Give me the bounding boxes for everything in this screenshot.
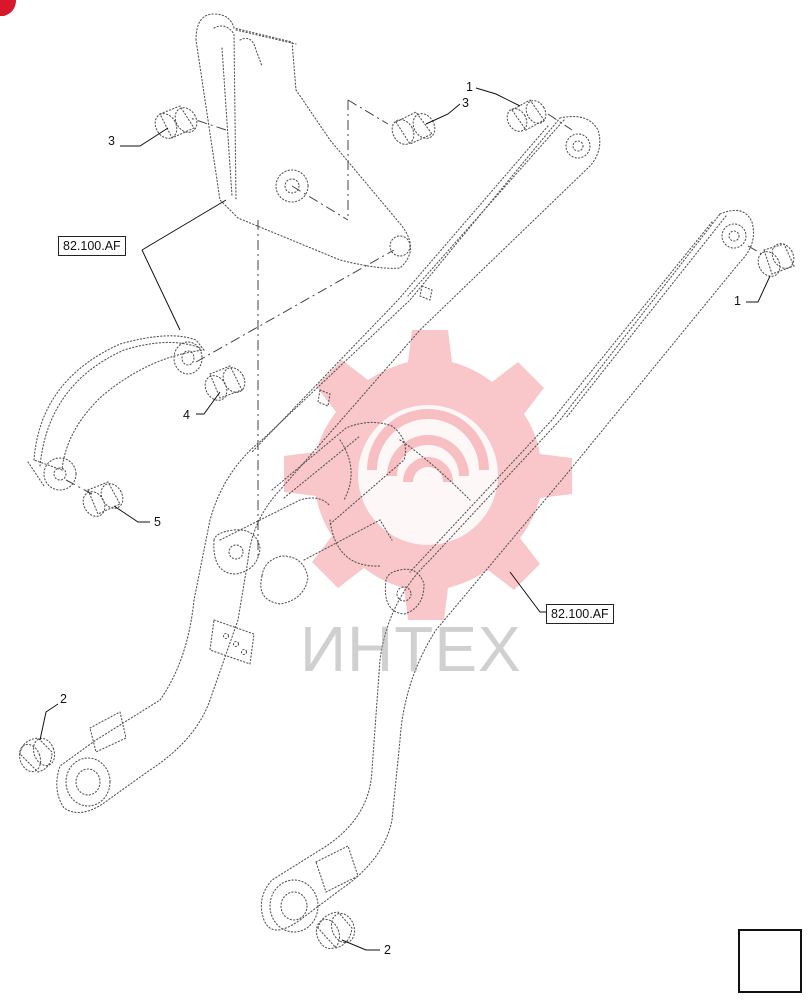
callout-2-bottom: 2 bbox=[384, 943, 391, 957]
boom-arm-right bbox=[260, 209, 755, 933]
bushing-1-top bbox=[506, 99, 547, 132]
mounting-bracket bbox=[195, 13, 412, 269]
bushing-3-mid bbox=[391, 111, 436, 145]
bushing-3-left bbox=[154, 105, 198, 139]
callout-2-left: 2 bbox=[60, 692, 67, 706]
center-lines bbox=[65, 99, 763, 560]
nav-arrow-button[interactable] bbox=[738, 929, 802, 993]
bushing-2-left bbox=[18, 737, 56, 773]
reference-box-left[interactable]: 82.100.AF bbox=[58, 236, 126, 256]
bushing-2-bottom bbox=[315, 911, 356, 950]
bushing-4 bbox=[204, 365, 246, 401]
tilt-link bbox=[27, 335, 206, 491]
bushing-1-right bbox=[757, 243, 795, 277]
reference-box-right[interactable]: 82.100.AF bbox=[546, 604, 614, 624]
watermark-arcs bbox=[367, 409, 489, 483]
bushing-5 bbox=[82, 481, 124, 517]
red-corner-marker bbox=[0, 0, 16, 16]
callout-3-left: 3 bbox=[108, 134, 115, 148]
callout-1-right: 1 bbox=[734, 294, 741, 308]
cross-tube bbox=[219, 421, 407, 605]
callout-1-top: 1 bbox=[466, 80, 473, 94]
watermark-text: ИНТЕХ bbox=[300, 613, 522, 685]
boom-arm-left bbox=[56, 115, 601, 814]
callout-4: 4 bbox=[183, 408, 190, 422]
watermark-gear-hole bbox=[358, 405, 498, 545]
leader-lines bbox=[39, 87, 771, 951]
callout-3-mid: 3 bbox=[462, 96, 469, 110]
callout-5: 5 bbox=[154, 515, 161, 529]
